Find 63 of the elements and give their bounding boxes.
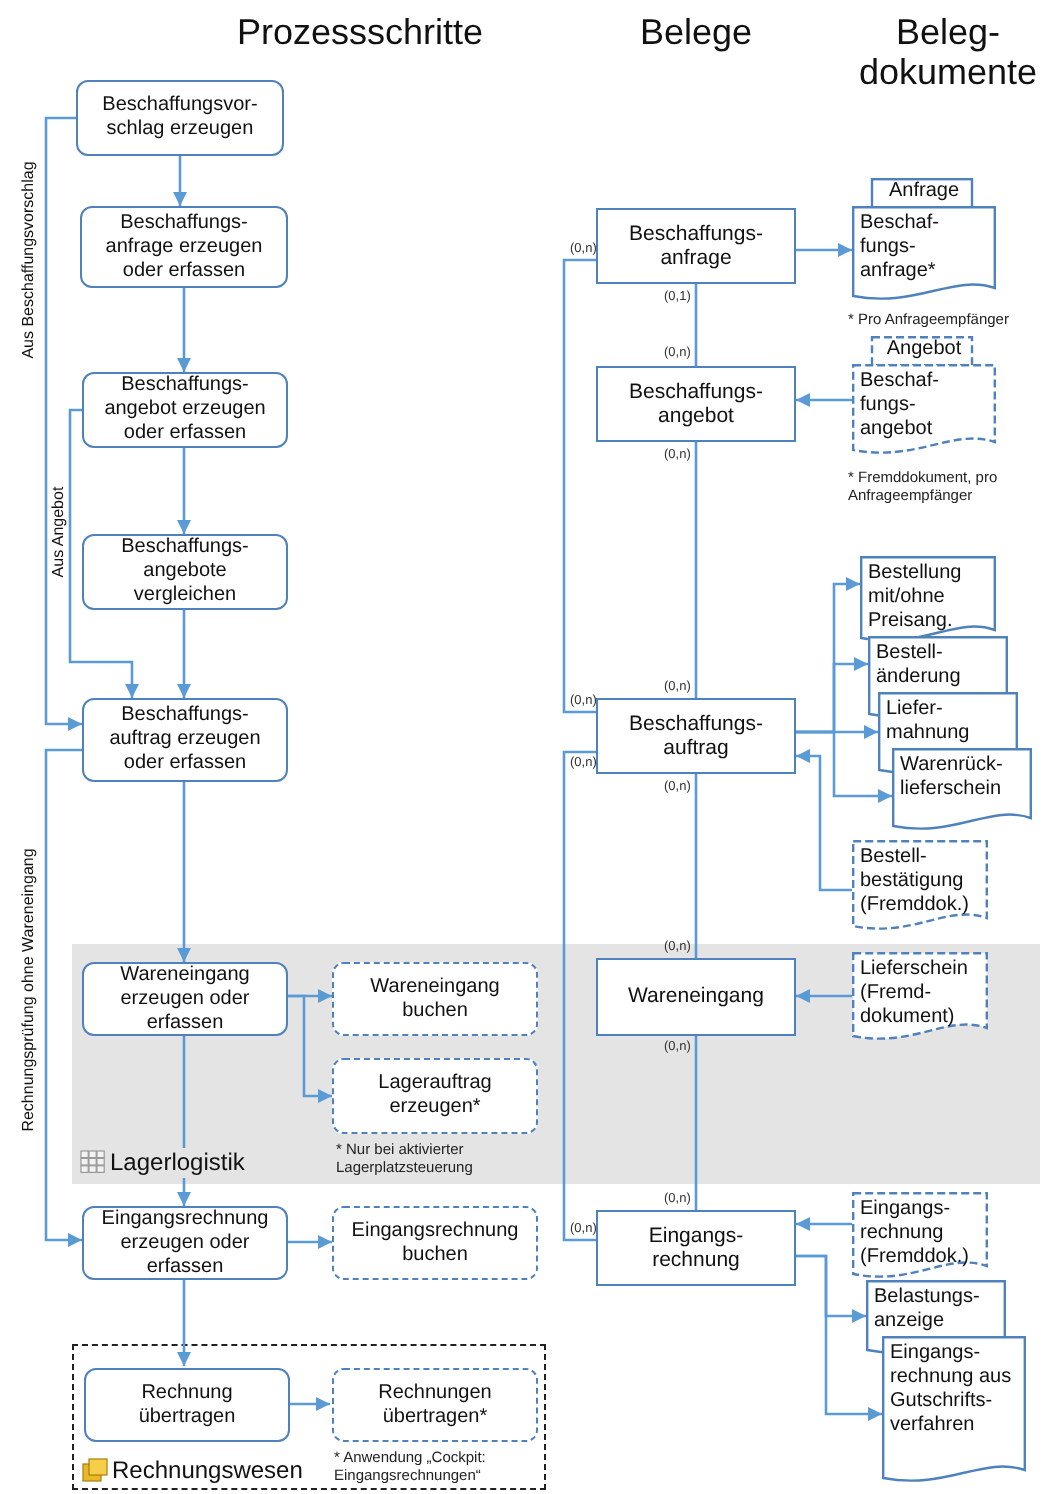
column-heading: Prozessschritte [234, 12, 486, 52]
document-type-box: Beschaffungs- angebot [596, 366, 796, 442]
document-type-box: Beschaffungs- anfrage [596, 208, 796, 284]
dashed-document-shape: Bestell- bestätigung (Fremddok.) [852, 840, 988, 936]
arrow [177, 448, 191, 534]
dashed-process-box: Wareneingang buchen [332, 962, 538, 1036]
arrow [44, 116, 82, 731]
arrow [796, 1217, 852, 1231]
arrow [796, 730, 892, 803]
process-box: Eingangsrechnung erzeugen oder erfassen [82, 1206, 288, 1280]
edge-label: Aus Angebot [49, 486, 67, 578]
group-label: Rechnungswesen [112, 1456, 303, 1486]
arrow [44, 748, 82, 1247]
arrow [288, 1235, 332, 1249]
arrow [173, 156, 187, 206]
document-type-box: Beschaffungs- auftrag [596, 698, 796, 774]
arrow [796, 989, 852, 1003]
arrow [177, 610, 191, 698]
dashed-process-box: Rechnungen übertragen* [332, 1368, 538, 1442]
arrow [796, 1254, 882, 1421]
arrow [288, 1397, 330, 1411]
dashed-process-box: Lagerauftrag erzeugen* [332, 1058, 538, 1134]
group-label: Lagerlogistik [110, 1148, 245, 1178]
process-box: Beschaffungs- anfrage erzeugen oder erfassen [80, 206, 288, 288]
connector-line [694, 442, 698, 698]
process-box: Rechnung übertragen [84, 1368, 290, 1442]
edge-label: Aus Beschaffungsvorschlag [19, 161, 37, 359]
column-heading: Beleg- dokumente [856, 12, 1040, 92]
arrow [177, 1280, 191, 1366]
dashed-document-shape: Eingangs- rechnung (Fremddok.) [852, 1192, 988, 1284]
document-shape [852, 178, 996, 306]
dashed-document-shape [852, 336, 996, 460]
connector-line [562, 750, 596, 1242]
document-text: Beschaf- fungs- anfrage* [860, 212, 941, 284]
column-heading: Belege [637, 12, 755, 52]
process-box: Beschaffungsvor- schlag erzeugen [76, 80, 284, 156]
arrow [177, 1036, 191, 1206]
process-box: Wareneingang erzeugen oder erfassen [82, 962, 288, 1036]
dashed-area [72, 1344, 546, 1490]
arrow [177, 288, 191, 372]
swimlane-band [72, 944, 1040, 1184]
process-box: Beschaffungs- angebote vergleichen [82, 534, 288, 610]
dashed-process-box: Eingangsrechnung buchen [332, 1206, 538, 1280]
arrow [796, 243, 852, 257]
connector-line [694, 284, 698, 366]
document-type-box: Wareneingang [596, 958, 796, 1036]
tab-label: Anfrage [886, 180, 962, 204]
connector-line [562, 258, 596, 714]
arrow [68, 408, 139, 698]
process-box: Beschaffungs- auftrag erzeugen oder erfassen [82, 698, 288, 782]
tab-label: Angebot [884, 338, 964, 362]
arrow [796, 393, 852, 407]
arrow [177, 782, 191, 962]
process-box: Beschaffungs- angebot erzeugen oder erfassen [82, 372, 288, 448]
connector-line [694, 1036, 698, 1210]
arrow [288, 994, 332, 1103]
connector-line [694, 774, 698, 958]
document-text: Beschaf- fungs- angebot [860, 370, 941, 442]
document-shape: Warenrück- lieferschein [892, 748, 1032, 836]
edge-label: Rechnungsprüfung ohne Wareneingang [19, 848, 37, 1132]
dashed-document-shape: Lieferschein (Fremd- dokument) [852, 952, 988, 1046]
arrow [796, 749, 852, 892]
document-type-box: Eingangs- rechnung [596, 1210, 796, 1286]
